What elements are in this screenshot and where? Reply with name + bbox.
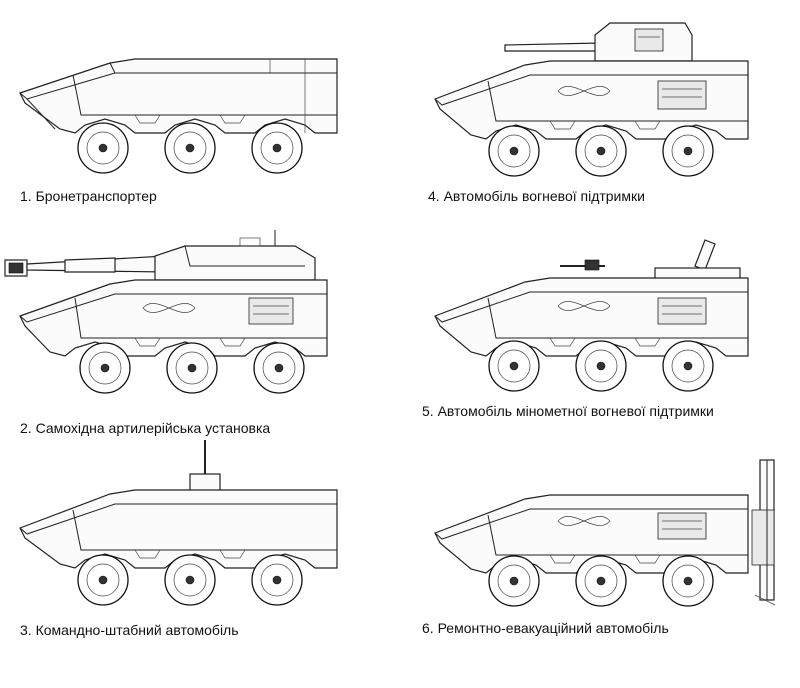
- apc-illustration: [19, 58, 338, 174]
- caption-vehicle-3: 3. Командно-штабний автомобіль: [20, 622, 239, 638]
- wheels: [488, 125, 714, 177]
- command-vehicle-illustration: [19, 440, 338, 606]
- antenna: [189, 440, 221, 493]
- spg-illustration: [4, 230, 328, 394]
- vehicle-3-drawing: [15, 440, 345, 610]
- wheels: [77, 554, 303, 606]
- hull: [19, 58, 338, 134]
- turret: [504, 22, 693, 62]
- vehicle-6-drawing: [430, 455, 790, 615]
- turret-and-gun: [4, 230, 316, 281]
- vehicle-2-drawing: [4, 228, 335, 398]
- caption-vehicle-5: 5. Автомобіль мінометної вогневої підтри…: [422, 403, 714, 419]
- wheels: [77, 122, 303, 174]
- caption-vehicle-6: 6. Ремонтно-евакуаційний автомобіль: [422, 620, 669, 636]
- hull: [434, 60, 749, 140]
- recovery-vehicle-illustration: [434, 459, 776, 607]
- hull: [434, 277, 749, 357]
- caption-vehicle-2: 2. Самохідна артилерійська установка: [20, 420, 271, 436]
- hull: [434, 494, 749, 574]
- fire-support-vehicle-illustration: [434, 22, 749, 177]
- caption-vehicle-4: 4. Автомобіль вогневої підтримки: [428, 188, 645, 204]
- wheels: [488, 340, 714, 392]
- weapons: [560, 239, 741, 283]
- wheels: [488, 555, 714, 607]
- crane: [751, 459, 776, 606]
- vehicle-1-drawing: [15, 55, 345, 180]
- hull: [19, 279, 328, 357]
- vehicle-4-drawing: [430, 15, 760, 185]
- mortar-vehicle-illustration: [434, 239, 749, 392]
- wheels: [79, 342, 305, 394]
- caption-vehicle-1: 1. Бронетранспортер: [20, 188, 157, 204]
- hull: [19, 489, 338, 569]
- vehicle-5-drawing: [430, 238, 760, 398]
